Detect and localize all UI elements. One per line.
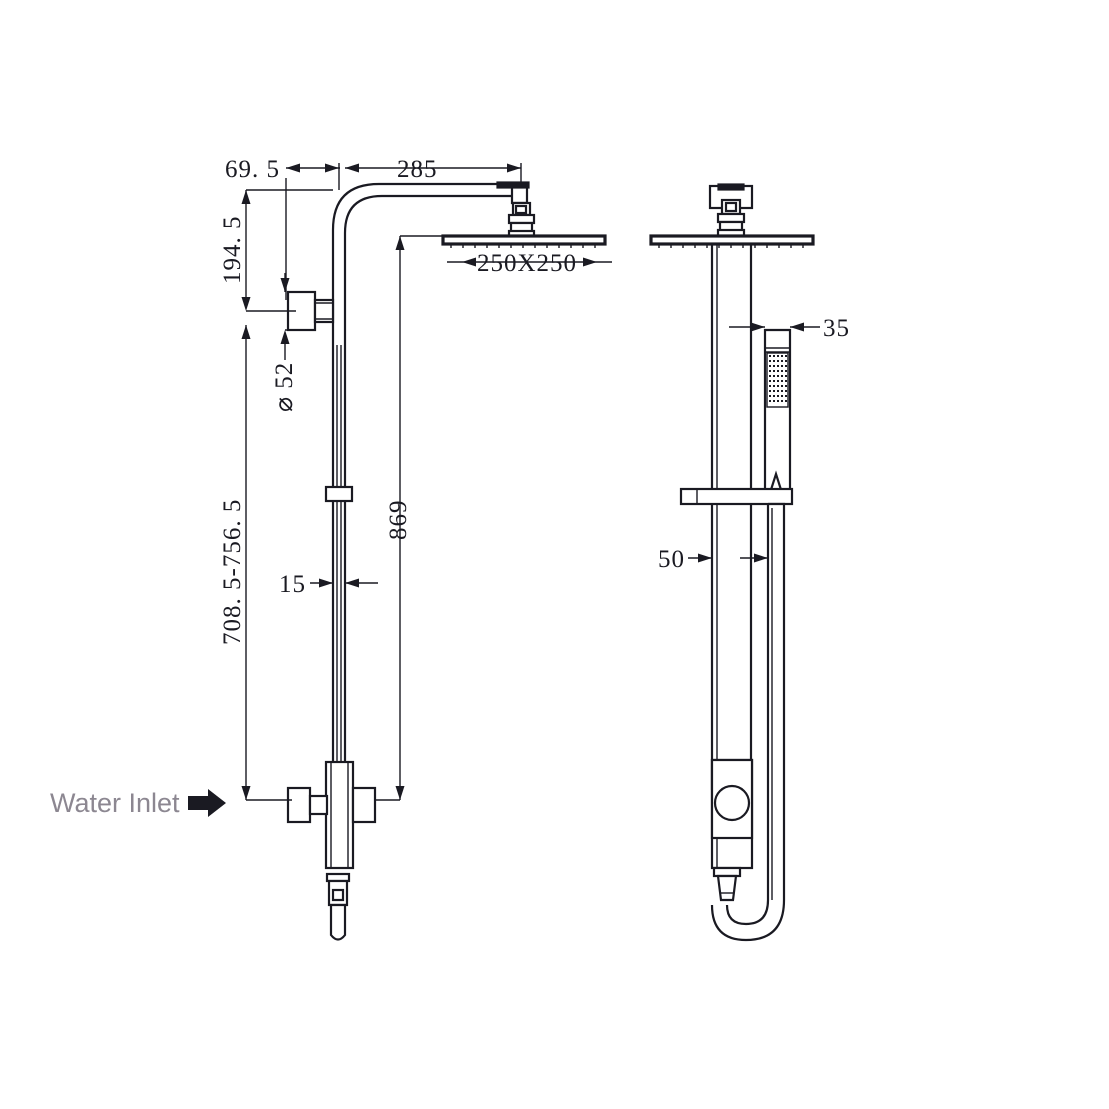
dimension-869: 869 xyxy=(375,235,448,801)
dimension-194-5: 194. 5 xyxy=(219,189,333,312)
dimension-35: 35 xyxy=(729,315,850,342)
dimension-label-diameter-52: ⌀ 52 xyxy=(271,362,298,412)
shower-hose xyxy=(710,502,786,942)
vertical-rail xyxy=(331,345,347,790)
dimension-50: 50 xyxy=(658,546,768,573)
side-shower-nozzle-marks xyxy=(658,244,804,248)
dimension-250x250: 250X250 xyxy=(447,250,612,277)
dimension-69-5: 69. 5 xyxy=(225,156,340,300)
dimension-label-869: 869 xyxy=(385,500,412,541)
dimension-label-50: 50 xyxy=(658,546,685,573)
handheld-spray-face xyxy=(766,352,789,408)
mixer-handle-knob xyxy=(713,784,751,822)
side-mixer-valve-body xyxy=(710,758,754,902)
side-vertical-rail xyxy=(710,244,753,790)
dimension-label-69-5: 69. 5 xyxy=(225,156,280,183)
dimension-15: 15 xyxy=(279,571,378,598)
dimension-label-35: 35 xyxy=(823,315,850,342)
side-overhead-shower-head xyxy=(649,183,815,248)
right-arrow-icon xyxy=(188,789,226,817)
dimension-label-708-5-756-5: 708. 5-756. 5 xyxy=(219,499,246,645)
dimension-285: 285 xyxy=(345,156,522,186)
rail-slider-bracket xyxy=(324,485,354,503)
handheld-holder-bar xyxy=(679,487,794,506)
side-elevation-view: 35 50 xyxy=(649,183,850,942)
shower-arm xyxy=(331,181,530,345)
water-inlet-label: Water Inlet xyxy=(50,788,180,818)
dimension-label-285: 285 xyxy=(397,156,438,183)
dimension-label-15: 15 xyxy=(279,571,306,598)
front-elevation-view: 69. 5 285 194. 5 ⌀ 52 xyxy=(50,156,612,941)
overhead-shower-head xyxy=(441,201,607,248)
mixer-valve-body xyxy=(286,760,377,941)
dimension-label-194-5: 194. 5 xyxy=(219,216,246,285)
shower-nozzle-marks xyxy=(450,244,596,248)
handheld-shower xyxy=(763,328,792,502)
dimension-diameter-52: ⌀ 52 xyxy=(271,273,315,412)
dimension-label-250x250: 250X250 xyxy=(477,250,577,277)
water-inlet-annotation: Water Inlet xyxy=(50,788,226,818)
dimension-708-5-756-5: 708. 5-756. 5 xyxy=(219,325,292,801)
